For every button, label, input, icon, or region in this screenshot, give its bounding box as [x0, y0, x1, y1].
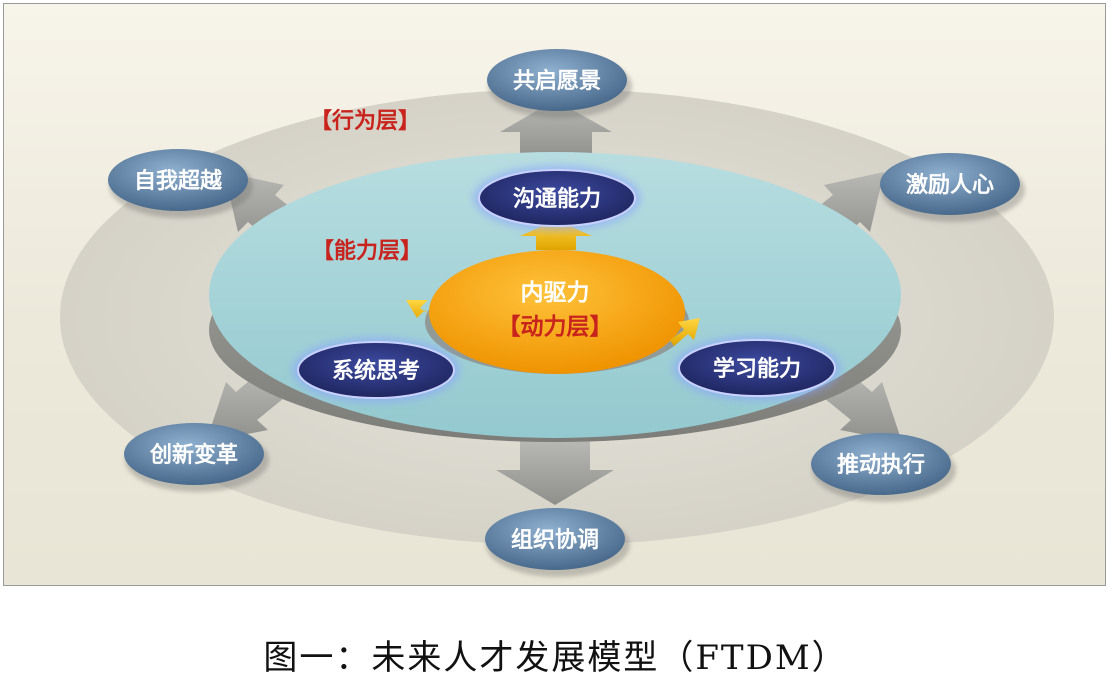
ability-label: 系统思考 — [332, 358, 420, 384]
core-arrow-left — [406, 300, 437, 322]
core-arrow-right — [670, 318, 700, 346]
core-arrows — [406, 220, 700, 346]
ability-label: 沟通能力 — [513, 186, 601, 212]
core-layer-label: 【动力层】 — [498, 314, 613, 340]
behavior-node-coordination: 组织协调 — [485, 508, 630, 577]
behavior-layer-label: 【行为层】 — [310, 108, 420, 134]
behavior-node-execution: 推动执行 — [811, 433, 956, 502]
core-ellipse — [429, 250, 685, 374]
ability-label: 学习能力 — [713, 356, 801, 382]
behavior-label: 共启愿景 — [513, 68, 601, 94]
core-title: 内驱力 — [521, 280, 590, 306]
core-arrow-up — [520, 220, 592, 250]
behavior-node-inspire: 激励人心 — [880, 153, 1025, 222]
behavior-node-self-transcendence: 自我超越 — [108, 149, 253, 218]
behavior-node-shared-vision: 共启愿景 — [487, 49, 632, 118]
ability-node-systems-thinking: 系统思考 — [292, 337, 460, 403]
behavior-label: 创新变革 — [149, 442, 238, 468]
arrow-up — [500, 100, 612, 160]
behavior-label: 激励人心 — [906, 172, 994, 198]
arrow-down — [496, 440, 614, 505]
ftdm-diagram: 【行为层】 【能力层】 内驱力 【动力层】 沟通能力 系统思考 学习能力 共启愿… — [60, 49, 1054, 577]
ability-layer-label: 【能力层】 — [312, 238, 422, 264]
behavior-node-innovation: 创新变革 — [124, 423, 269, 492]
behavior-label: 自我超越 — [134, 168, 223, 194]
behavior-label: 组织协调 — [511, 527, 599, 553]
behavior-label: 推动执行 — [837, 452, 925, 478]
ability-node-communication: 沟通能力 — [473, 165, 641, 231]
ability-node-learning: 学习能力 — [673, 335, 841, 401]
figure-caption: 图一：未来人才发展模型（FTDM） — [263, 638, 848, 678]
